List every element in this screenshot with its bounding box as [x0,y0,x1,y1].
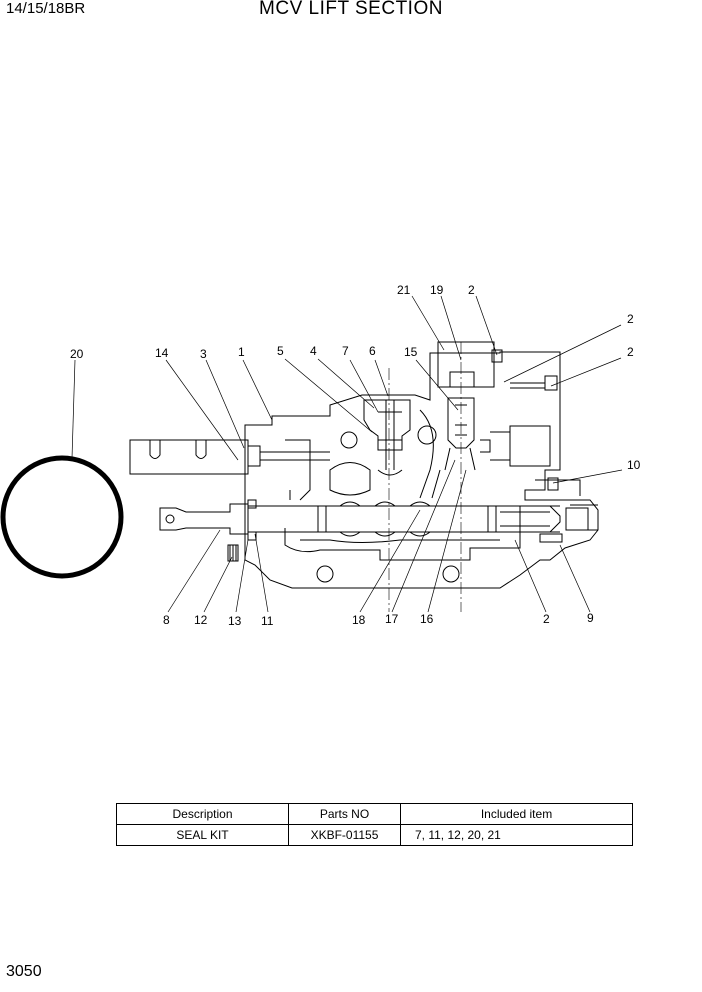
header-included-item: Included item [400,803,633,825]
callout-14: 12 [194,613,208,627]
callout-8: 8 [163,613,170,627]
callout-18: 18 [352,613,366,627]
table-header-row: Description Parts NO Included item [116,803,633,825]
callout-2-bottom: 2 [543,612,550,626]
header-parts-no: Parts NO [288,803,401,825]
callout-1: 1 [238,345,245,359]
callout-13: 14 [155,346,169,360]
o-ring-21 [0,455,124,579]
callout-19: 19 [430,283,444,297]
model-number: 14/15/18BR [6,0,86,17]
callout-5: 5 [277,344,284,358]
callout-4: 4 [310,344,317,358]
callout-11: 11 [261,614,274,628]
cell-included-item: 7, 11, 12, 20, 21 [400,824,633,846]
callout-2-right-upper: 2 [627,312,634,326]
callout-6: 6 [369,344,376,358]
cell-parts-no: XKBF-01155 [288,824,401,846]
callout-9: 9 [587,611,594,625]
seal-kit-table: Description Parts NO Included item SEAL … [116,803,633,846]
page-number: 3050 [6,963,42,980]
callout-15: 15 [404,345,418,359]
callout-12: 13 [228,614,242,628]
callout-17: 17 [385,612,399,626]
table-row: SEAL KIT XKBF-01155 7, 11, 12, 20, 21 [116,824,633,846]
callout-10: 10 [627,458,641,472]
callout-2-top: 2 [468,283,475,297]
callout-2-right: 2 [627,345,634,359]
callout-21: 20 [70,347,84,361]
callout-16: 16 [420,612,434,626]
cell-description: SEAL KIT [116,824,289,846]
header-description: Description [116,803,289,825]
callout-20: 21 [397,283,411,297]
page-title: MCV LIFT SECTION [259,0,443,19]
callout-7: 7 [342,344,349,358]
callout-3: 3 [200,347,207,361]
